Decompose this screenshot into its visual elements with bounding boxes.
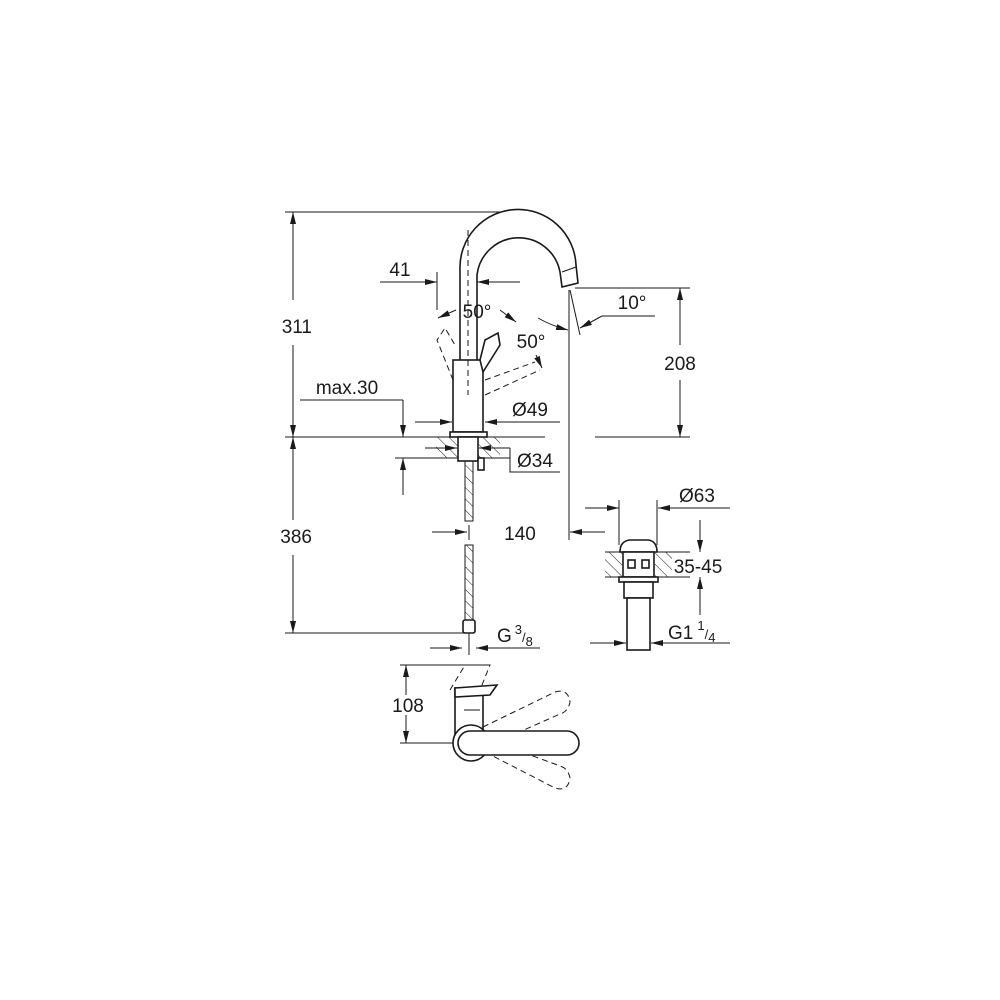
dim-35-45-label: 35-45 <box>674 557 723 578</box>
faucet-side-view <box>430 208 579 655</box>
dimension-max30: max.30 <box>300 378 436 495</box>
dimension-41: 41 <box>380 260 520 310</box>
dimension-34: Ø34 <box>425 445 560 473</box>
dimension-49: Ø49 <box>415 400 560 425</box>
lever-angles: 50° 50° <box>437 302 546 369</box>
angle-10: 10° <box>618 293 647 314</box>
dim-63-label: Ø63 <box>679 486 715 507</box>
dim-41-label: 41 <box>389 260 410 281</box>
faucet-top-view: 108 <box>392 664 580 790</box>
dimension-386: 386 <box>280 437 312 633</box>
angle-50-right: 50° <box>517 332 546 353</box>
dim-108-label: 108 <box>392 696 424 717</box>
dim-386-label: 386 <box>280 527 312 548</box>
dim-49-label: Ø49 <box>512 400 548 421</box>
dimension-208: 208 <box>664 288 696 437</box>
angle-50-left: 50° <box>463 302 492 323</box>
reference-lines <box>285 211 690 634</box>
spout-angle: 10° <box>537 289 655 540</box>
dimension-35-45: 35-45 <box>674 520 723 615</box>
dim-34-label: Ø34 <box>517 451 553 472</box>
dimension-140: 140 <box>432 524 605 545</box>
dim-140-label: 140 <box>504 524 536 545</box>
dim-max30-label: max.30 <box>316 378 378 399</box>
dimension-63: Ø63 <box>585 486 730 545</box>
dim-208-label: 208 <box>664 354 696 375</box>
drain-side-view <box>605 539 690 651</box>
dimension-311: 311 <box>282 212 312 437</box>
dim-311-label: 311 <box>282 317 312 338</box>
